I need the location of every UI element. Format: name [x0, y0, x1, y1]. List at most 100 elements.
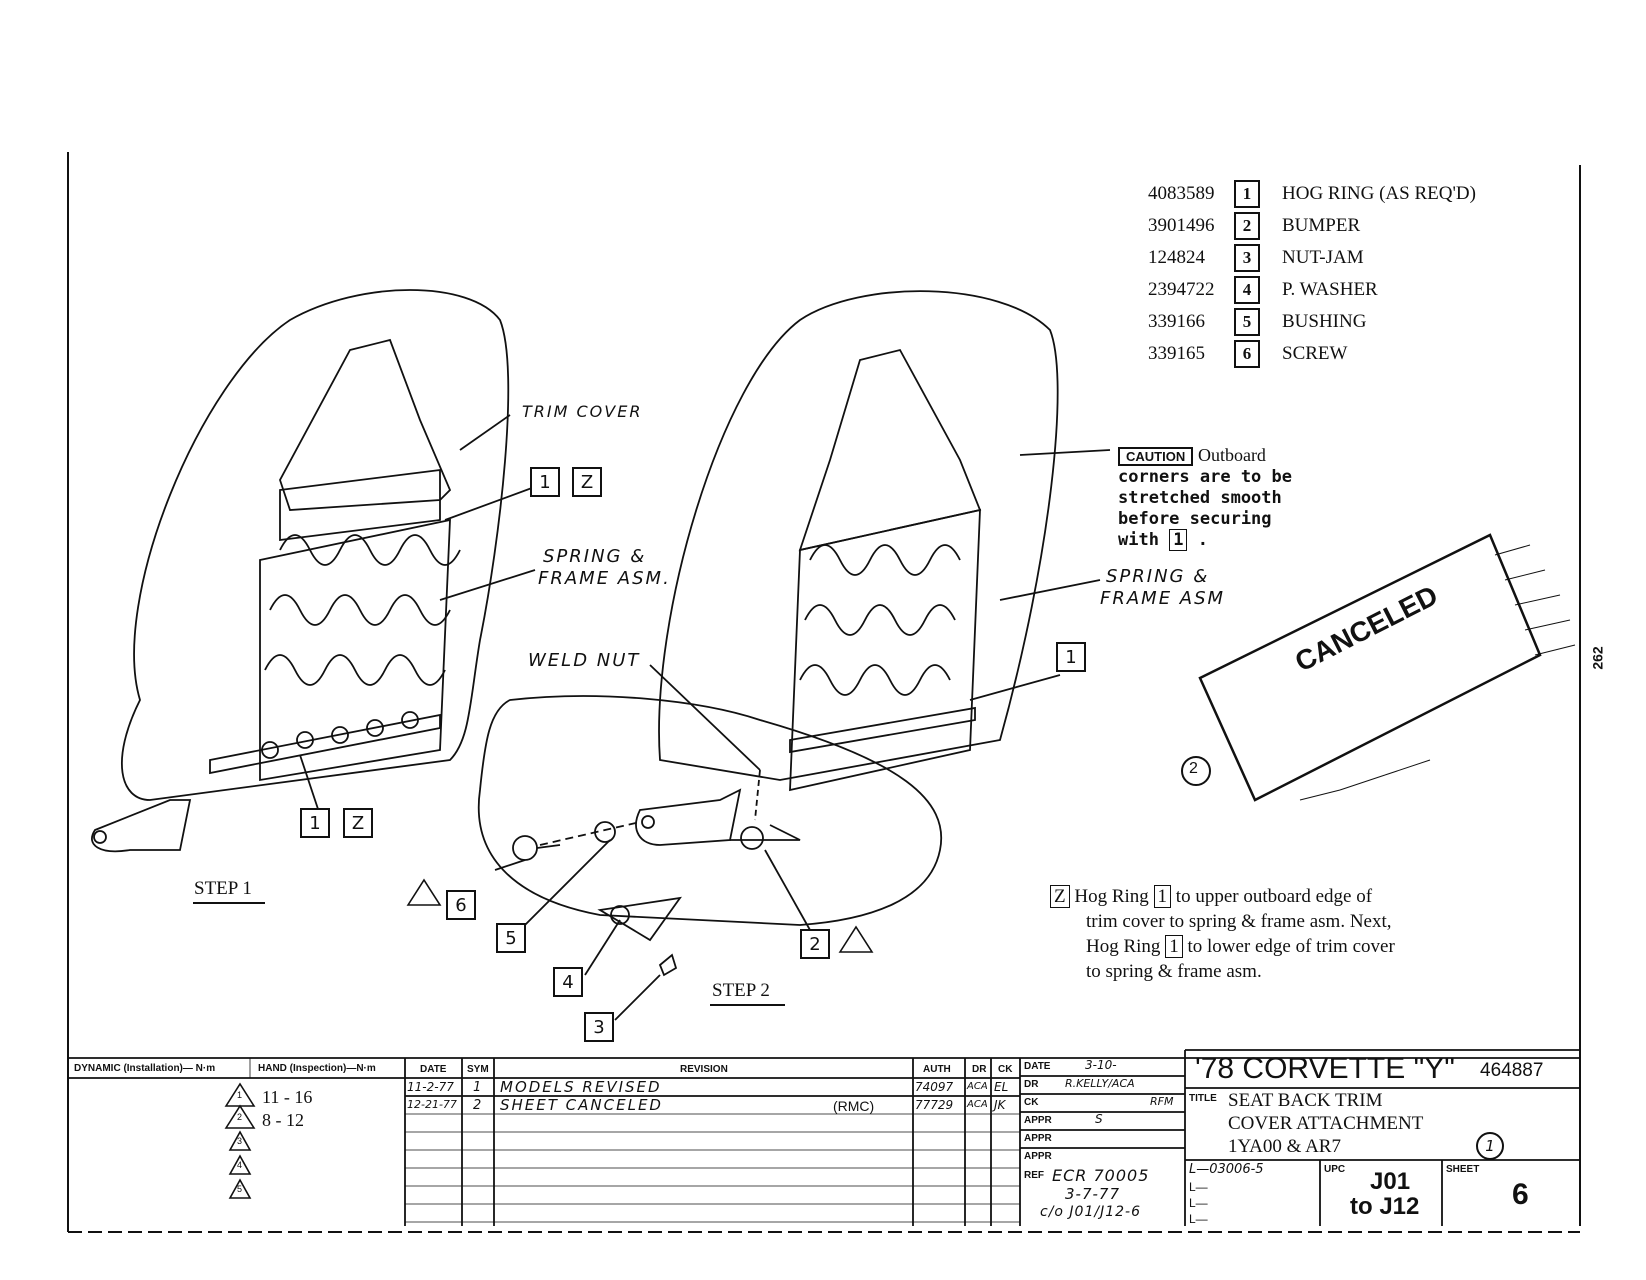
- rev-header-dr: DR: [972, 1064, 987, 1075]
- part-name: BUSHING: [1282, 311, 1367, 332]
- l-number-2: L—: [1189, 1180, 1208, 1194]
- note-line3b: to lower edge of trim cover: [1187, 936, 1395, 957]
- rev-header-sym: SYM: [467, 1064, 489, 1075]
- part-number: 4083589: [1148, 183, 1215, 204]
- appr-dr-label: DR: [1024, 1079, 1039, 1090]
- part-index: 5: [1234, 308, 1260, 336]
- torque-triangles: [224, 878, 874, 1199]
- caution-note: CAUTION Outboard corners are to be stret…: [1118, 445, 1292, 551]
- note-line1-ref: 1: [1153, 885, 1172, 908]
- appr-ref-line3: c/o J01/J12-6: [1040, 1204, 1141, 1220]
- torque-value-1: 11 - 16: [262, 1087, 313, 1107]
- stamp-hatching: [1299, 544, 1576, 801]
- side-page-number: 262: [1589, 646, 1606, 670]
- appr-appr1-label: APPR: [1024, 1115, 1052, 1126]
- note-line1a: Hog Ring: [1074, 886, 1149, 907]
- dynamic-torque-header: DYNAMIC (Installation)— N·m: [74, 1063, 216, 1074]
- sheet-number: 6: [1512, 1178, 1529, 1211]
- torque-triangle-number: 1: [237, 1090, 243, 1100]
- part-index: 6: [1234, 340, 1260, 368]
- caution-line4: before securing: [1118, 509, 1272, 529]
- rev-row2-auth: 77729: [915, 1098, 954, 1112]
- caution-line5: with: [1118, 530, 1159, 550]
- part-name: HOG RING (AS REQ'D): [1282, 183, 1476, 204]
- part-name: NUT-JAM: [1282, 247, 1364, 268]
- callout-box: 1: [300, 808, 330, 838]
- rev-row1-auth: 74097: [915, 1080, 954, 1094]
- part-number: 339166: [1148, 311, 1205, 332]
- appr-ck-label: CK: [1024, 1097, 1039, 1108]
- callout-box: Z: [572, 467, 602, 497]
- part-name: BUMPER: [1282, 215, 1361, 236]
- spring-frame-label-2: SPRING &: [1106, 566, 1210, 587]
- title-block-number: 464887: [1480, 1060, 1544, 1081]
- caution-line1: Outboard: [1197, 445, 1266, 465]
- step2-label: STEP 2: [712, 980, 770, 1001]
- part-number: 2394722: [1148, 279, 1215, 300]
- circle-2-marker: [1181, 756, 1211, 786]
- callout-box: Z: [343, 808, 373, 838]
- title-label: TITLE: [1189, 1093, 1217, 1104]
- circle-2-text: 2: [1189, 760, 1198, 777]
- caution-line3: stretched smooth: [1118, 488, 1282, 508]
- upc-line2: to J12: [1350, 1193, 1420, 1220]
- l-number-3: L—: [1189, 1196, 1208, 1210]
- rev-header-revision: REVISION: [680, 1064, 728, 1075]
- caution-tag: CAUTION: [1118, 447, 1194, 466]
- part-number: 339165: [1148, 343, 1205, 364]
- rev-row1-sym: 1: [473, 1080, 484, 1095]
- title-line1: SEAT BACK TRIM: [1228, 1090, 1383, 1111]
- spring-frame-label-1b: FRAME ASM.: [538, 568, 671, 589]
- part-name: P. WASHER: [1282, 279, 1378, 300]
- title-block-lines: [68, 1049, 1580, 1226]
- part-index: 1: [1234, 180, 1260, 208]
- hand-torque-header: HAND (Inspection)—N·m: [258, 1063, 376, 1074]
- part-number: 124824: [1148, 247, 1205, 268]
- note-line3a: Hog Ring: [1086, 936, 1161, 957]
- appr-date-label: DATE: [1024, 1061, 1051, 1072]
- rev-row2-note: (RMC): [833, 1098, 875, 1114]
- part-index: 3: [1234, 244, 1260, 272]
- sheet-label: SHEET: [1446, 1164, 1480, 1175]
- callout-box: 5: [496, 923, 526, 953]
- note-line4: to spring & frame asm.: [1086, 961, 1262, 982]
- note-line3-ref: 1: [1165, 935, 1183, 958]
- parts-row: 339166 5 BUSHING: [1148, 308, 1366, 336]
- trim-cover-label: TRIM COVER: [522, 402, 643, 421]
- appr-appr1-value: S: [1095, 1112, 1103, 1126]
- rev-row2-sym: 2: [473, 1098, 484, 1113]
- appr-ref-line1: ECR 70005: [1052, 1166, 1150, 1185]
- appr-ref-label: REF: [1024, 1170, 1044, 1181]
- part-number: 3901496: [1148, 215, 1215, 236]
- revision-row-lines: [249, 1058, 1020, 1223]
- parts-row: 4083589 1 HOG RING (AS REQ'D): [1148, 180, 1476, 208]
- parts-row: 339165 6 SCREW: [1148, 340, 1347, 368]
- callout-box: 6: [446, 890, 476, 920]
- title-block-header: '78 CORVETTE "Y": [1195, 1052, 1455, 1085]
- torque-triangle-number: 5: [237, 1184, 243, 1194]
- seat-back-step1-illustration: [91, 289, 541, 853]
- appr-ck-value: RFM: [1150, 1095, 1174, 1108]
- rev-header-ck: CK: [998, 1064, 1013, 1075]
- appr-appr2-label: APPR: [1024, 1133, 1052, 1144]
- note-line1b: to upper outboard edge of: [1175, 886, 1373, 907]
- rev-header-auth: AUTH: [923, 1064, 951, 1075]
- appr-dr-value: R.KELLY/ACA: [1065, 1077, 1135, 1090]
- callout-box: 1: [530, 467, 560, 497]
- rev-row2-date: 12-21-77: [407, 1098, 457, 1111]
- l-number-1: L—03006-5: [1189, 1162, 1264, 1177]
- rev-row1-ck: EL: [994, 1080, 1009, 1094]
- appr-date-value: 3-10-: [1085, 1058, 1117, 1072]
- step1-label: STEP 1: [194, 878, 252, 899]
- caution-ref: 1: [1169, 529, 1188, 551]
- torque-value-2: 8 - 12: [262, 1110, 304, 1130]
- appr-ref-line2: 3-7-77: [1065, 1185, 1120, 1203]
- parts-row: 2394722 4 P. WASHER: [1148, 276, 1378, 304]
- weld-nut-label: WELD NUT: [528, 650, 641, 671]
- torque-triangle-number: 2: [237, 1112, 243, 1122]
- rev-circle: 1: [1476, 1132, 1504, 1160]
- upc-label: UPC: [1324, 1164, 1346, 1175]
- title-line3: 1YA00 & AR7: [1228, 1136, 1341, 1157]
- part-index: 2: [1234, 212, 1260, 240]
